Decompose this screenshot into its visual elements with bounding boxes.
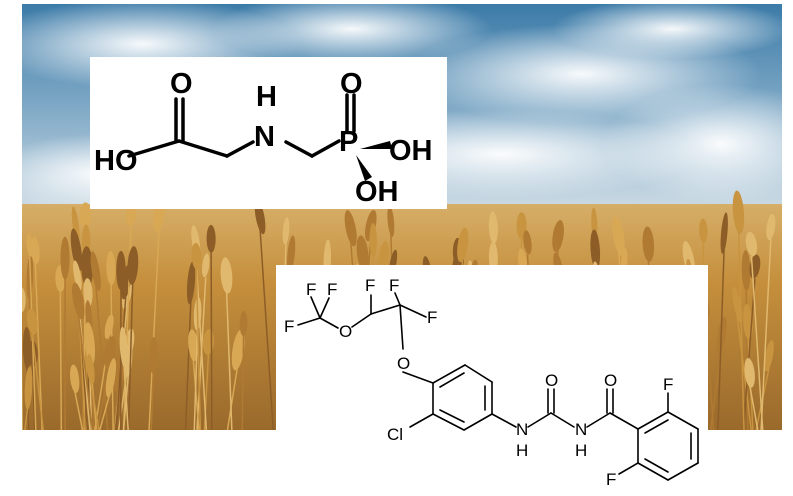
novaluron-fluorine-3: F <box>284 317 294 336</box>
novaluron-amine-hydrogen-1: H <box>516 441 528 460</box>
novaluron-structure: F F F F F F O O Cl N H N H O O F F <box>276 265 708 491</box>
novaluron-fluorine-4: F <box>365 276 375 295</box>
glyphosate-hydroxyl-left: HO <box>94 145 138 177</box>
novaluron-ether-oxygen-2: O <box>397 354 410 373</box>
glyphosate-amine-hydrogen: H <box>256 81 277 113</box>
novaluron-chlorine: Cl <box>387 425 403 444</box>
novaluron-ortho-fluorine-bottom: F <box>606 470 616 489</box>
novaluron-ortho-fluorine-top: F <box>663 375 673 394</box>
glyphosate-hydroxyl-bottom: OH <box>355 176 399 208</box>
novaluron-amine-hydrogen-2: H <box>575 441 587 460</box>
novaluron-bonds <box>298 293 698 480</box>
glyphosate-bonds <box>129 95 354 156</box>
glyphosate-carbonyl-oxygen: O <box>170 68 193 100</box>
novaluron-fluorine-1: F <box>306 280 316 299</box>
wheat-ear <box>116 251 126 290</box>
novaluron-structure-panel: F F F F F F O O Cl N H N H O O F F <box>276 265 708 491</box>
novaluron-ether-oxygen-1: O <box>339 322 352 341</box>
glyphosate-hydroxyl-right: OH <box>389 135 433 167</box>
hashed-wedge-bond <box>360 141 392 149</box>
novaluron-amine-nitrogen-2: N <box>575 420 587 439</box>
novaluron-urea-oxygen: O <box>545 371 558 390</box>
novaluron-fluorine-6: F <box>427 308 437 327</box>
glyphosate-structure: O H N O P HO OH OH <box>90 57 447 209</box>
glyphosate-amine-nitrogen: N <box>254 121 275 153</box>
glyphosate-structure-panel: O H N O P HO OH OH <box>90 57 447 209</box>
novaluron-amine-nitrogen-1: N <box>516 420 528 439</box>
glyphosate-phosphoryl-oxygen: O <box>340 68 363 100</box>
novaluron-fluorine-2: F <box>327 280 337 299</box>
glyphosate-phosphorus: P <box>339 126 358 158</box>
novaluron-fluorine-5: F <box>389 276 399 295</box>
novaluron-amide-oxygen: O <box>604 371 617 390</box>
wheat-stem <box>60 290 61 430</box>
wheat-ear <box>60 237 69 280</box>
wheat-stem <box>211 251 212 430</box>
